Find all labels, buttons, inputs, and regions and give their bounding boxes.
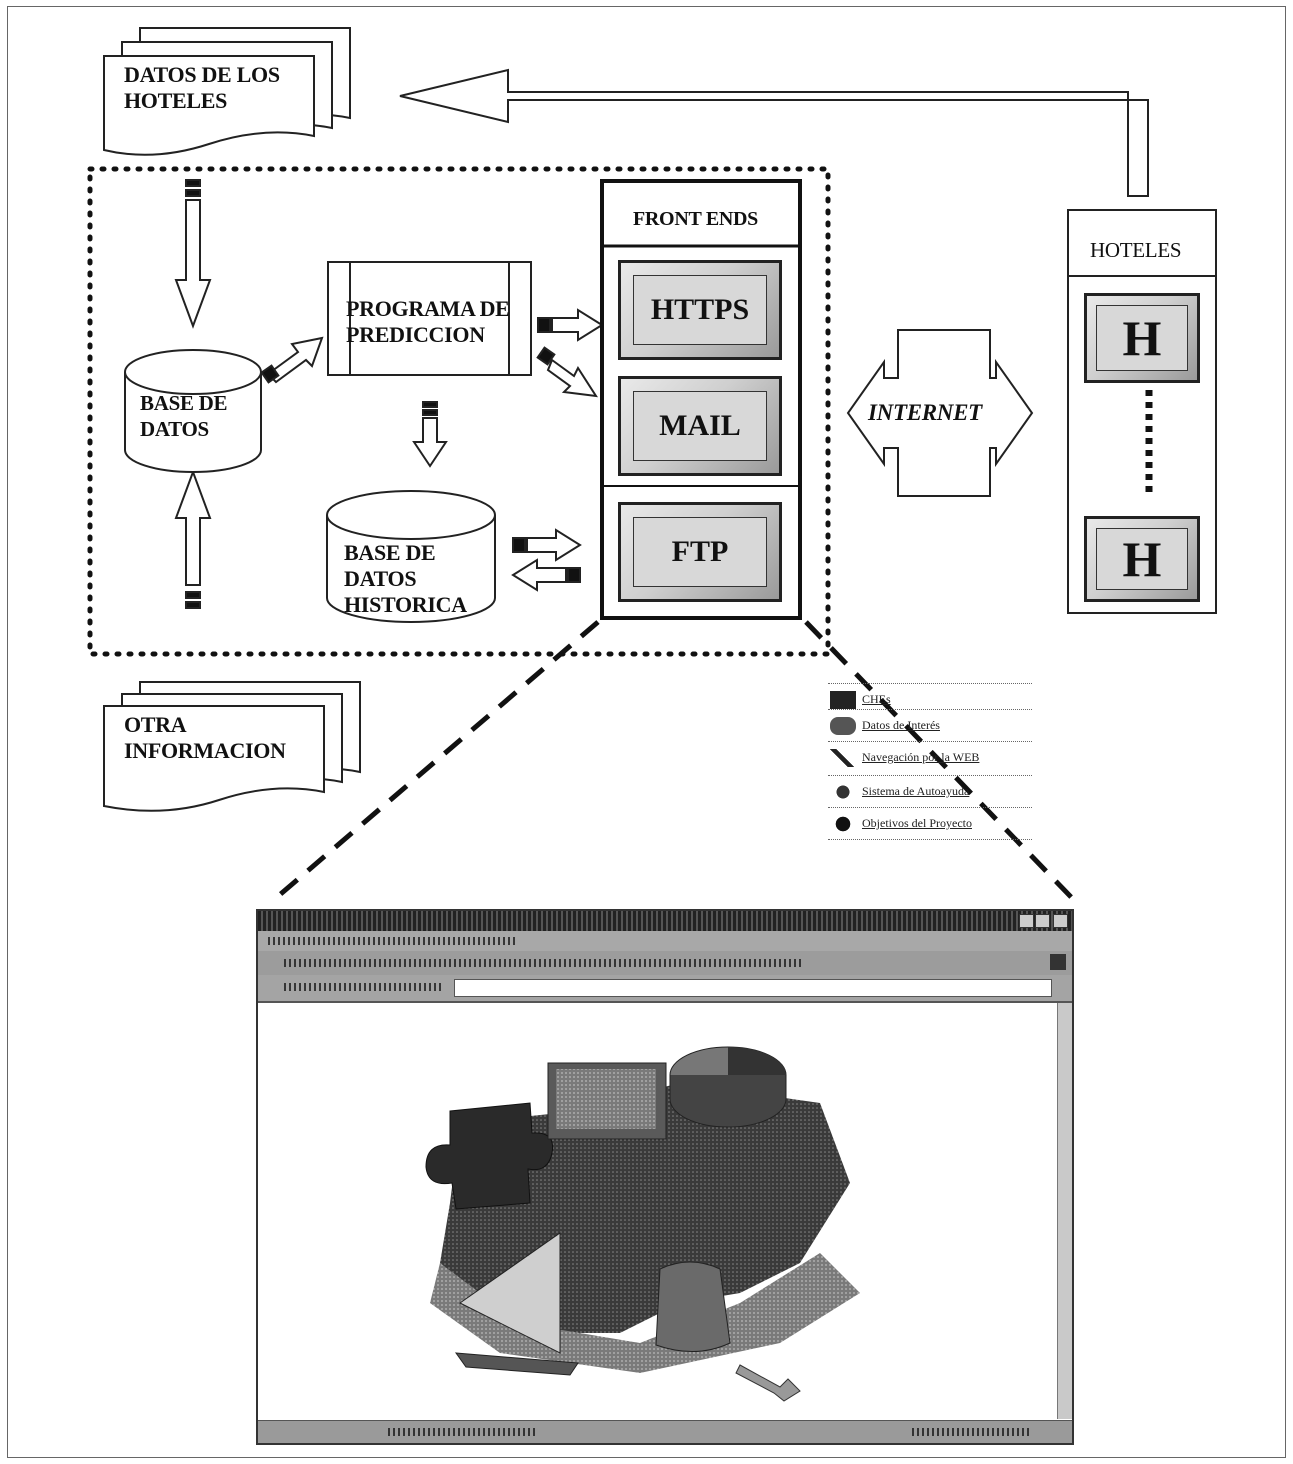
collage-image bbox=[260, 1003, 1060, 1423]
ftp-button: FTP bbox=[618, 502, 782, 602]
address-bookmarks bbox=[284, 983, 444, 991]
https-button-label: HTTPS bbox=[633, 275, 767, 345]
link-label: Sistema de Autoayuda bbox=[862, 784, 969, 799]
hotel-unit-first: H bbox=[1084, 293, 1200, 383]
minimize-icon bbox=[1019, 914, 1034, 928]
mail-button: MAIL bbox=[618, 376, 782, 476]
browser-status-bar bbox=[258, 1420, 1072, 1443]
objectives-icon bbox=[830, 815, 856, 833]
ftp-to-historic-arrow bbox=[513, 560, 580, 590]
prediction-to-historic-arrow bbox=[414, 402, 446, 466]
close-icon bbox=[1053, 914, 1068, 928]
status-text bbox=[388, 1428, 538, 1436]
link-label: CHEs bbox=[862, 692, 891, 707]
historic-label-line2: DATOS bbox=[344, 566, 416, 592]
https-button: HTTPS bbox=[618, 260, 782, 360]
data-icon bbox=[830, 717, 856, 735]
prediction-to-https-arrow bbox=[538, 310, 602, 340]
browser-page-content bbox=[260, 1003, 1056, 1419]
prediction-to-mail-arrow bbox=[538, 348, 596, 396]
ftp-icon bbox=[830, 691, 856, 709]
navigate-icon bbox=[830, 749, 856, 767]
hotel-unit-last: H bbox=[1084, 516, 1200, 602]
database-to-prediction-arrow bbox=[262, 338, 322, 382]
other-info-label-line1: OTRA bbox=[124, 712, 186, 738]
database-label-line1: BASE DE bbox=[140, 390, 227, 416]
browser-address-bar bbox=[258, 975, 1072, 1003]
browser-menu-bar bbox=[258, 931, 1072, 951]
link-item-data: Datos de Interés bbox=[828, 709, 1032, 741]
other-info-label-line2: INFORMACION bbox=[124, 738, 286, 764]
link-label: Datos de Interés bbox=[862, 718, 940, 733]
hotels-title: HOTELES bbox=[1090, 237, 1181, 263]
link-item-objectives: Objetivos del Proyecto bbox=[828, 807, 1032, 840]
scrollbar bbox=[1057, 1003, 1072, 1419]
historic-label-line1: BASE DE bbox=[344, 540, 435, 566]
doc-to-database-arrow bbox=[176, 180, 210, 326]
maximize-icon bbox=[1035, 914, 1050, 928]
database-label-line2: DATOS bbox=[140, 416, 209, 442]
menu-items bbox=[268, 937, 518, 945]
hotel-data-label-line2: HOTELES bbox=[124, 88, 227, 114]
toolbar-buttons bbox=[284, 959, 804, 967]
help-system-icon bbox=[830, 783, 856, 801]
prediction-label-line2: PREDICCION bbox=[346, 322, 485, 348]
link-label: Objetivos del Proyecto bbox=[862, 816, 972, 831]
link-item-navigate: Navegación por la WEB bbox=[828, 741, 1032, 773]
browser-title-bar bbox=[258, 911, 1072, 931]
historic-label-line3: HISTORICA bbox=[344, 592, 467, 618]
prediction-label-line1: PROGRAMA DE bbox=[346, 296, 510, 322]
hotel-data-return-arrow bbox=[400, 70, 1148, 196]
mail-button-label: MAIL bbox=[633, 391, 767, 461]
browser-logo-icon bbox=[1050, 954, 1066, 970]
link-label: Navegación por la WEB bbox=[862, 750, 979, 765]
status-icons bbox=[912, 1428, 1032, 1436]
front-ends-title: FRONT ENDS bbox=[633, 206, 758, 232]
hotel-data-label-line1: DATOS DE LOS bbox=[124, 62, 280, 88]
hotel-unit-first-label: H bbox=[1096, 305, 1188, 371]
link-item-help: Sistema de Autoayuda bbox=[828, 775, 1032, 807]
browser-toolbar bbox=[258, 951, 1072, 976]
browser-screenshot bbox=[256, 909, 1074, 1445]
internet-label: INTERNET bbox=[868, 400, 982, 426]
hotel-unit-last-label: H bbox=[1096, 528, 1188, 590]
historic-to-ftp-arrow bbox=[513, 530, 580, 560]
ftp-button-label: FTP bbox=[633, 517, 767, 587]
info-to-database-arrow bbox=[176, 472, 210, 608]
url-field bbox=[454, 979, 1052, 997]
